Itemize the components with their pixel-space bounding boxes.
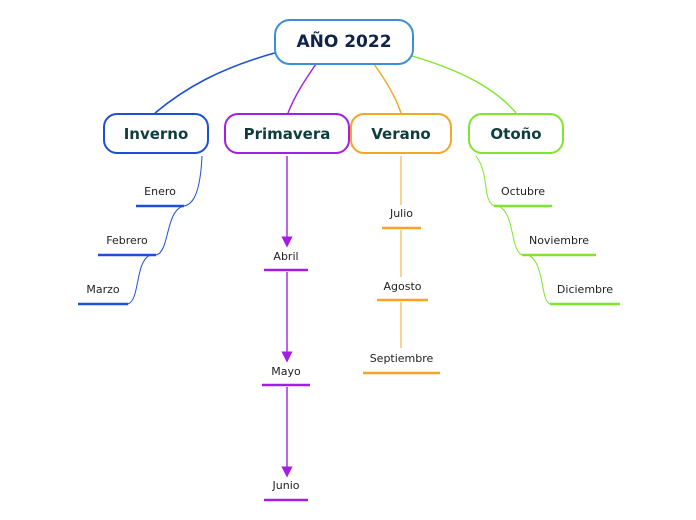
link-octubre-noviembre bbox=[497, 205, 523, 256]
link-root-inverno bbox=[154, 51, 279, 114]
link-root-otono bbox=[411, 55, 517, 114]
branch-node-inverno[interactable]: Inverno bbox=[103, 113, 209, 154]
branch-node-primavera[interactable]: Primavera bbox=[224, 113, 350, 154]
link-root-primavera bbox=[287, 63, 317, 114]
leaf-noviembre[interactable]: Noviembre bbox=[528, 234, 590, 247]
root-node[interactable]: AÑO 2022 bbox=[274, 19, 414, 65]
link-inverno-enero bbox=[183, 155, 203, 207]
leaf-febrero[interactable]: Febrero bbox=[106, 234, 148, 247]
leaf-abril[interactable]: Abril bbox=[273, 250, 299, 263]
link-enero-febrero bbox=[155, 205, 185, 256]
link-otono-octubre bbox=[475, 155, 495, 207]
branch-label-verano: Verano bbox=[371, 124, 431, 143]
leaf-junio[interactable]: Junio bbox=[272, 479, 300, 492]
link-root-verano bbox=[373, 63, 402, 114]
branch-label-primavera: Primavera bbox=[243, 124, 331, 143]
branch-label-otono: Otoño bbox=[490, 124, 542, 143]
branch-label-inverno: Inverno bbox=[123, 124, 189, 143]
root-title: AÑO 2022 bbox=[296, 32, 392, 52]
leaf-enero[interactable]: Enero bbox=[144, 185, 176, 198]
branch-node-otono[interactable]: Otoño bbox=[468, 113, 564, 154]
leaf-marzo[interactable]: Marzo bbox=[86, 283, 120, 296]
leaf-agosto[interactable]: Agosto bbox=[383, 280, 422, 293]
branch-node-verano[interactable]: Verano bbox=[350, 113, 452, 154]
leaf-diciembre[interactable]: Diciembre bbox=[556, 283, 614, 296]
link-febrero-marzo bbox=[127, 254, 151, 305]
link-noviembre-diciembre bbox=[527, 254, 551, 305]
leaf-septiembre[interactable]: Septiembre bbox=[369, 352, 434, 365]
leaf-octubre[interactable]: Octubre bbox=[500, 185, 546, 198]
leaf-mayo[interactable]: Mayo bbox=[271, 365, 301, 378]
leaf-julio[interactable]: Julio bbox=[389, 207, 414, 220]
